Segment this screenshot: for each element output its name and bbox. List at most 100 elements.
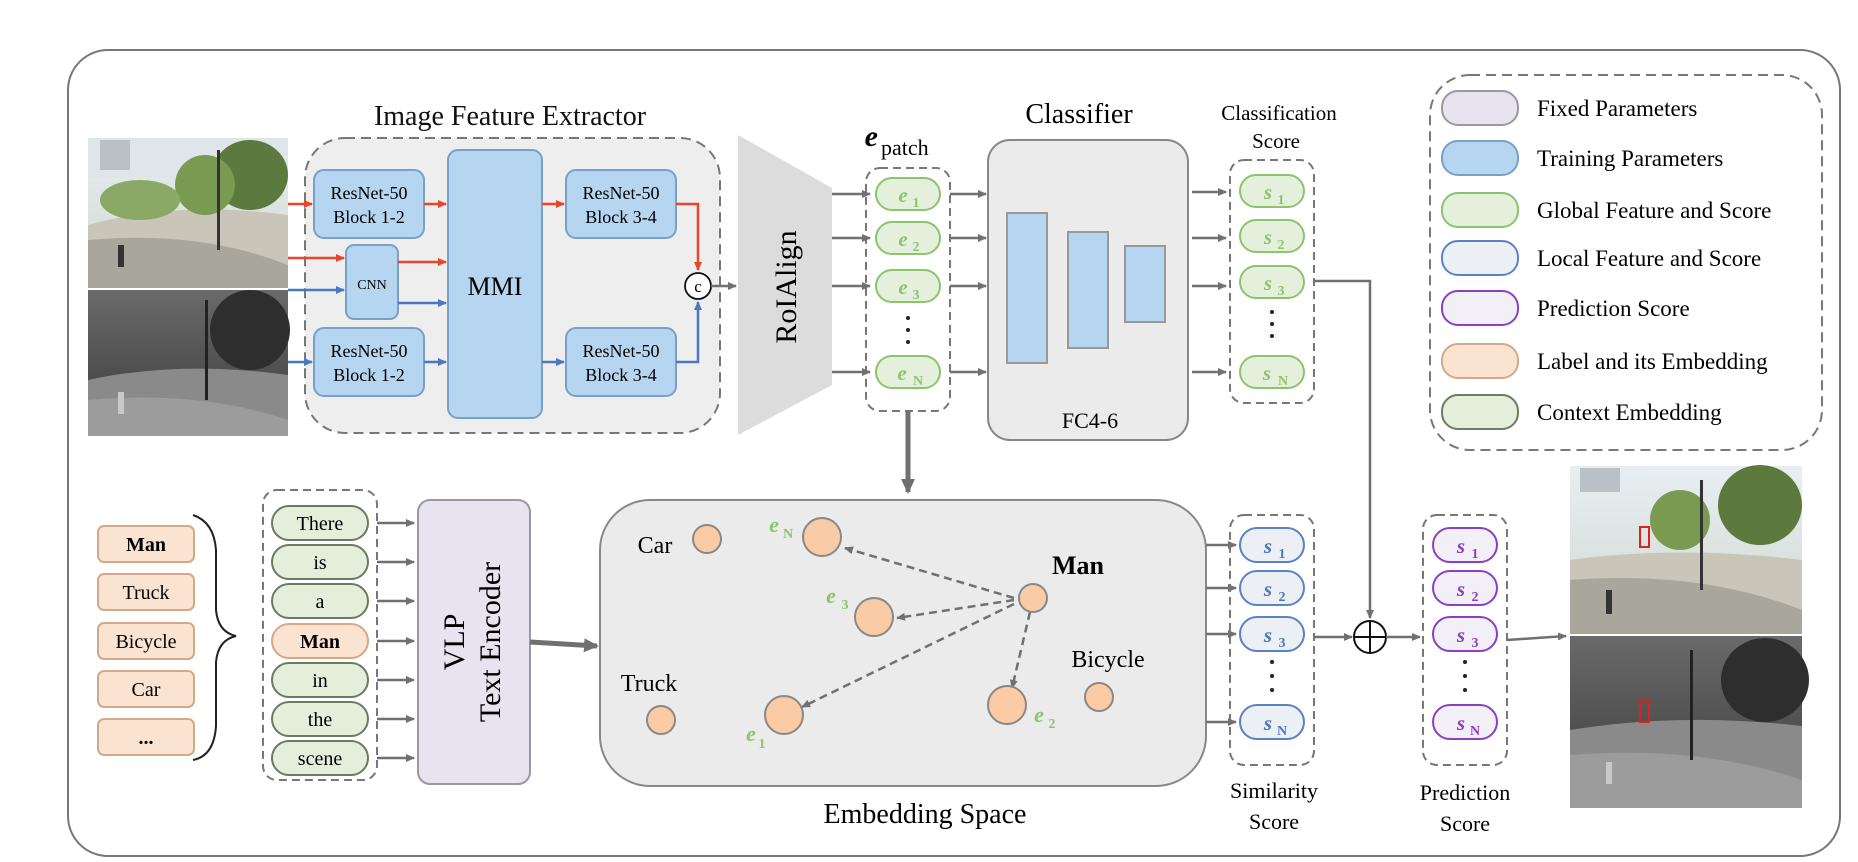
label-text: ... [139,727,154,749]
patch-ellipsis [906,316,910,344]
resnet-bottom-left-block: ResNet-50 Block 1-2 [313,327,425,397]
svg-text:N: N [783,527,793,542]
resnet-top-right-block: ResNet-50 Block 3-4 [565,169,677,239]
svg-text:e: e [898,275,907,299]
svg-text:Block 3-4: Block 3-4 [585,365,657,385]
input-infrared-image [88,290,290,436]
label-item: Car [97,670,195,708]
class-score-ellipsis [1270,310,1274,338]
svg-text:Block 1-2: Block 1-2 [333,207,405,227]
svg-text:1: 1 [759,737,766,752]
patch-title-main: e [865,120,878,153]
bicycle-label: Bicycle [1071,647,1144,673]
label-text: Man [126,534,166,556]
svg-text:1: 1 [1279,547,1286,562]
svg-text:s: s [1263,271,1272,295]
patch-eN: e N [875,355,941,389]
svg-text:3: 3 [1472,636,1479,651]
e3-point [854,597,894,637]
prompt-token-text: scene [298,748,343,770]
prompt-token-text: is [313,552,327,574]
label-item: Man [97,525,195,563]
svg-text:Text Encoder: Text Encoder [474,562,507,722]
patch-title-sub: patch [881,135,929,160]
input-rgb-image [88,138,288,288]
e2-point [987,685,1027,725]
roialign-block: RoIAlign [738,135,832,435]
prompt-token-text: the [308,709,333,731]
class-score-s1: s 1 [1239,174,1305,208]
similarity-title-1: Similarity [1230,778,1318,803]
prompt-token: a [271,583,369,619]
svg-text:1: 1 [913,196,920,211]
label-text: Bicycle [115,631,176,653]
svg-text:Block 3-4: Block 3-4 [585,207,657,227]
legend-label: Label and its Embedding [1537,349,1768,374]
svg-text:e: e [826,583,836,608]
svg-text:3: 3 [1279,636,1286,651]
svg-text:ResNet-50: ResNet-50 [583,341,660,361]
classifier-title: Classifier [1025,99,1133,130]
prompt-container [262,489,378,781]
svg-text:2: 2 [913,240,920,255]
svg-text:N: N [1278,374,1288,389]
svg-text:2: 2 [1279,590,1286,605]
prediction-title-1: Prediction [1420,780,1510,805]
cnn-block: CNN [345,244,399,320]
svg-text:MMI: MMI [468,272,523,301]
svg-text:s: s [1263,577,1272,601]
label-text: Truck [122,582,169,604]
legend-item: Label and its Embedding [1441,343,1768,379]
truck-label: Truck [621,671,677,697]
svg-text:s: s [1263,225,1272,249]
svg-text:1: 1 [1278,193,1285,208]
legend-label: Fixed Parameters [1537,96,1697,121]
prompt-token: scene [271,740,369,776]
legend-label: Context Embedding [1537,400,1722,425]
prompt-token: Man [271,623,369,659]
svg-text:e: e [898,227,907,251]
truck-point [646,705,676,735]
legend-item: Training Parameters [1441,140,1723,176]
svg-text:2: 2 [1049,717,1056,732]
classifier-label: FC4-6 [1062,408,1118,433]
prompt-token: in [271,662,369,698]
legend-item: Fixed Parameters [1441,90,1697,126]
output-infrared-image [1570,636,1809,808]
classifier-block: FC4-6 [987,139,1189,441]
class-score-s2: s 2 [1239,219,1305,253]
label-list: ManTruckBicycleCar... [97,525,195,756]
legend-swatch [1441,140,1519,176]
extractor-title: Image Feature Extractor [374,101,647,132]
label-item: Truck [97,573,195,611]
class-score-title-2: Score [1252,129,1300,153]
svg-text:ResNet-50: ResNet-50 [583,183,660,203]
vlp-text-encoder: VLP Text Encoder [417,499,531,785]
man-label: Man [1052,551,1105,580]
svg-text:c: c [694,277,702,296]
svg-text:1: 1 [1472,547,1479,562]
svg-text:CNN: CNN [357,278,387,293]
svg-text:ResNet-50: ResNet-50 [331,341,408,361]
mmi-block: MMI [447,149,543,419]
svg-text:s: s [1456,534,1465,558]
svg-text:e: e [769,512,779,537]
svg-text:VLP: VLP [438,614,471,671]
embedding-space: Embedding Space Car e N Man e 3 Truck e … [599,499,1207,830]
man-point [1018,583,1048,613]
car-point [692,524,722,554]
svg-text:e: e [1034,702,1044,727]
legend-swatch [1441,290,1519,326]
class-score-sN: s N [1239,355,1305,389]
patch-e3: e 3 [875,269,941,303]
legend-label: Global Feature and Score [1537,198,1771,223]
svg-text:s: s [1263,180,1272,204]
